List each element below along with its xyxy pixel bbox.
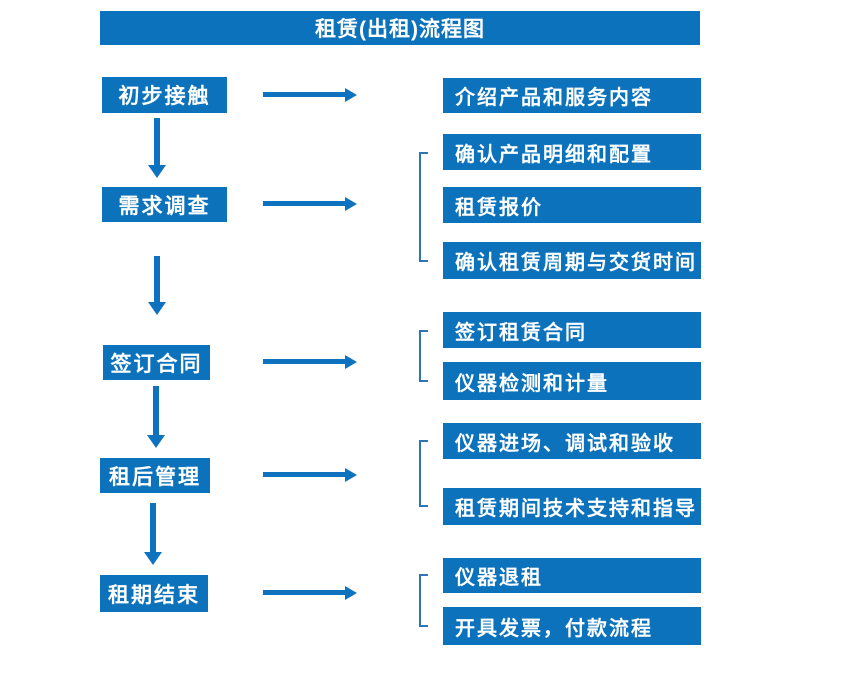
detail-box: 仪器进场、调试和验收: [443, 423, 701, 459]
right-arrow-icon: [263, 92, 345, 97]
down-arrow-icon: [150, 503, 156, 552]
detail-box: 租赁报价: [443, 187, 701, 223]
bracket-connector: [419, 152, 428, 262]
down-arrow-icon: [154, 118, 160, 165]
down-arrow-icon: [153, 386, 159, 435]
detail-box: 租赁期间技术支持和指导: [443, 488, 701, 525]
detail-box: 介绍产品和服务内容: [443, 78, 701, 113]
right-arrow-icon: [263, 590, 345, 595]
detail-box: 仪器检测和计量: [443, 362, 701, 400]
step-box-initial-contact: 初步接触: [102, 77, 227, 113]
down-arrow-icon: [154, 256, 160, 302]
detail-box: 确认租赁周期与交货时间: [443, 242, 701, 279]
flowchart-title: 租赁(出租)流程图: [100, 11, 700, 45]
detail-box: 开具发票，付款流程: [443, 607, 701, 645]
bracket-connector: [419, 574, 428, 627]
detail-box: 签订租赁合同: [443, 312, 701, 348]
detail-box: 仪器退租: [443, 558, 701, 593]
bracket-connector: [419, 440, 428, 507]
step-box-sign-contract: 签订合同: [103, 345, 210, 380]
step-box-post-rental: 租后管理: [100, 458, 210, 493]
step-box-rental-end: 租期结束: [100, 575, 208, 612]
right-arrow-icon: [263, 201, 345, 206]
step-box-demand-survey: 需求调查: [102, 187, 227, 222]
bracket-connector: [419, 330, 428, 382]
right-arrow-icon: [263, 359, 345, 364]
right-arrow-icon: [263, 472, 345, 477]
detail-box: 确认产品明细和配置: [443, 134, 701, 170]
